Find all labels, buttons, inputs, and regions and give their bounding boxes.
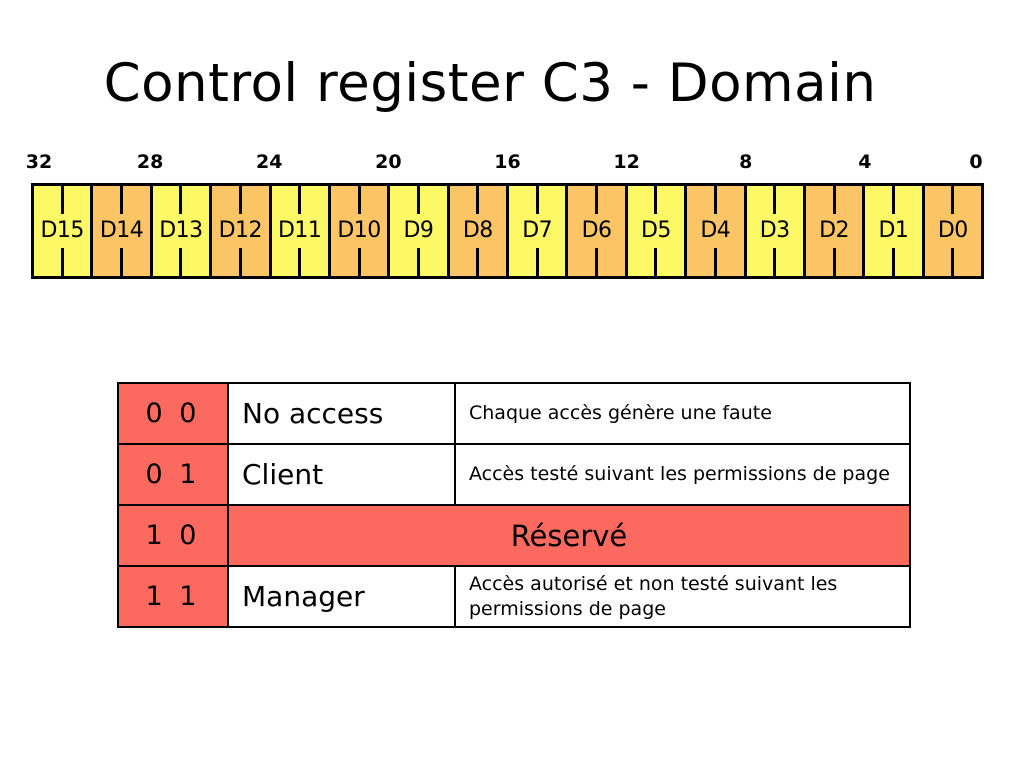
scale-label-32: 32 — [25, 151, 53, 173]
bit-field-label: D12 — [218, 218, 263, 243]
bit-field-label: D10 — [337, 218, 381, 243]
bit-tick-bottom-icon — [60, 248, 64, 276]
bit-tick-top-icon — [179, 186, 183, 214]
scale-label-8: 8 — [739, 151, 753, 173]
permission-description-cell: Chaque accès génère une faute — [454, 382, 911, 445]
bit-field-d15: D15 — [34, 186, 94, 276]
bit-scale-ruler: 32 28 24 20 16 12 8 4 0 — [0, 151, 1024, 177]
register-bit-field-bar: D15 D14 D13 D12 D11 D10 D9 D8 D7 D6 D5 D4 D3 D2 D1 D0 — [31, 183, 984, 279]
bit-field-d9: D9 — [390, 186, 450, 276]
bit-tick-bottom-icon — [535, 248, 539, 276]
bit-field-label: D3 — [759, 218, 790, 243]
bit-tick-bottom-icon — [654, 248, 658, 276]
bit-tick-bottom-icon — [120, 248, 124, 276]
permission-bits-cell: 0 0 — [117, 382, 229, 445]
bit-tick-bottom-icon — [891, 248, 895, 276]
bit-tick-top-icon — [891, 186, 895, 214]
bit-field-label: D2 — [819, 218, 850, 243]
bit-field-d6: D6 — [568, 186, 628, 276]
bit-tick-top-icon — [476, 186, 480, 214]
bit-tick-top-icon — [713, 186, 717, 214]
bit-field-d11: D11 — [271, 186, 331, 276]
bit-tick-bottom-icon — [416, 248, 420, 276]
bit-tick-top-icon — [595, 186, 599, 214]
bit-tick-bottom-icon — [713, 248, 717, 276]
scale-label-0: 0 — [969, 151, 983, 173]
bit-field-d12: D12 — [212, 186, 272, 276]
bit-field-d4: D4 — [687, 186, 747, 276]
bit-field-d3: D3 — [746, 186, 806, 276]
bit-field-label: D13 — [159, 218, 203, 243]
bit-field-label: D5 — [640, 218, 671, 243]
bit-tick-top-icon — [416, 186, 420, 214]
bit-field-d13: D13 — [152, 186, 213, 276]
bit-tick-bottom-icon — [298, 248, 302, 276]
bit-tick-top-icon — [238, 186, 242, 214]
permission-name-cell: Client — [227, 443, 456, 506]
bit-field-label: D1 — [878, 218, 909, 243]
bit-tick-top-icon — [60, 186, 64, 214]
bit-tick-bottom-icon — [951, 248, 955, 276]
permission-reserved-cell: Réservé — [227, 504, 911, 567]
bit-field-label: D14 — [99, 218, 144, 243]
scale-label-28: 28 — [136, 151, 164, 173]
permission-bits-cell: 0 1 — [117, 443, 229, 506]
bit-tick-bottom-icon — [832, 248, 836, 276]
bit-tick-top-icon — [832, 186, 836, 214]
bit-field-d7: D7 — [509, 186, 569, 276]
bit-field-d14: D14 — [93, 186, 153, 276]
bit-field-d5: D5 — [627, 186, 688, 276]
scale-label-16: 16 — [494, 151, 521, 173]
bit-field-d8: D8 — [449, 186, 509, 276]
scale-label-20: 20 — [375, 151, 402, 173]
bit-tick-bottom-icon — [238, 248, 242, 276]
bit-field-label: D7 — [522, 218, 553, 243]
permission-bits-cell: 1 1 — [117, 565, 229, 628]
scale-label-24: 24 — [256, 151, 283, 173]
bit-tick-top-icon — [951, 186, 955, 214]
bit-tick-bottom-icon — [476, 248, 480, 276]
permission-name-cell: Manager — [227, 565, 456, 628]
bit-field-label: D6 — [581, 218, 612, 243]
permission-description-cell: Accès testé suivant les permissions de p… — [454, 443, 911, 506]
bit-field-label: D11 — [277, 218, 322, 243]
permission-description-cell: Accès autorisé et non testé suivant les … — [454, 565, 911, 628]
bit-field-d2: D2 — [805, 186, 866, 276]
bit-field-label: D9 — [403, 218, 434, 243]
bit-tick-bottom-icon — [357, 248, 361, 276]
permission-name-cell: No access — [227, 382, 456, 445]
bit-tick-bottom-icon — [595, 248, 599, 276]
scale-label-12: 12 — [613, 151, 640, 173]
bit-tick-bottom-icon — [773, 248, 777, 276]
bit-field-d0: D0 — [924, 186, 981, 276]
scale-label-4: 4 — [858, 151, 872, 173]
bit-field-d10: D10 — [330, 186, 391, 276]
bit-tick-top-icon — [357, 186, 361, 214]
page-title: Control register C3 - Domain — [103, 53, 877, 114]
bit-tick-top-icon — [298, 186, 302, 214]
bit-tick-top-icon — [773, 186, 777, 214]
bit-tick-top-icon — [535, 186, 539, 214]
bit-field-label: D15 — [40, 218, 84, 243]
bit-tick-bottom-icon — [179, 248, 183, 276]
bit-tick-top-icon — [654, 186, 658, 214]
bit-tick-top-icon — [120, 186, 124, 214]
bit-field-label: D0 — [937, 218, 968, 243]
bit-field-label: D4 — [700, 218, 731, 243]
permission-bits-cell: 1 0 — [117, 504, 229, 567]
bit-field-label: D8 — [462, 218, 493, 243]
bit-field-d1: D1 — [865, 186, 925, 276]
